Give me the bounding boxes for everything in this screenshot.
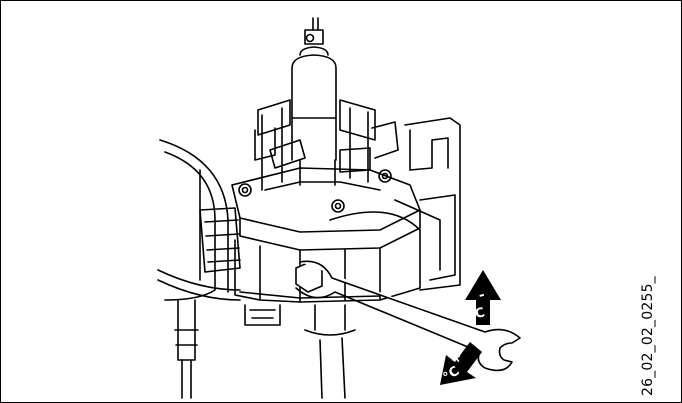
left-housing: [157, 139, 241, 301]
lower-pipe: [174, 299, 199, 399]
arrow-up-unit: °C: [467, 305, 486, 324]
valve-body: [231, 167, 421, 303]
increase-temperature-arrow: + °C: [440, 342, 482, 385]
figure-reference-code: 26_02_02_0255_: [640, 276, 656, 396]
connector-block: [254, 99, 399, 191]
arrow-up-sign: -: [477, 287, 487, 304]
decrease-temperature-arrow: - °C: [465, 270, 501, 325]
bottom-pipe: [304, 304, 356, 399]
drain-clip: [244, 304, 281, 326]
right-bracket: [329, 117, 461, 291]
actuator-cylinder: [291, 17, 337, 161]
wrench: [295, 260, 521, 372]
union-nut: [199, 207, 241, 273]
